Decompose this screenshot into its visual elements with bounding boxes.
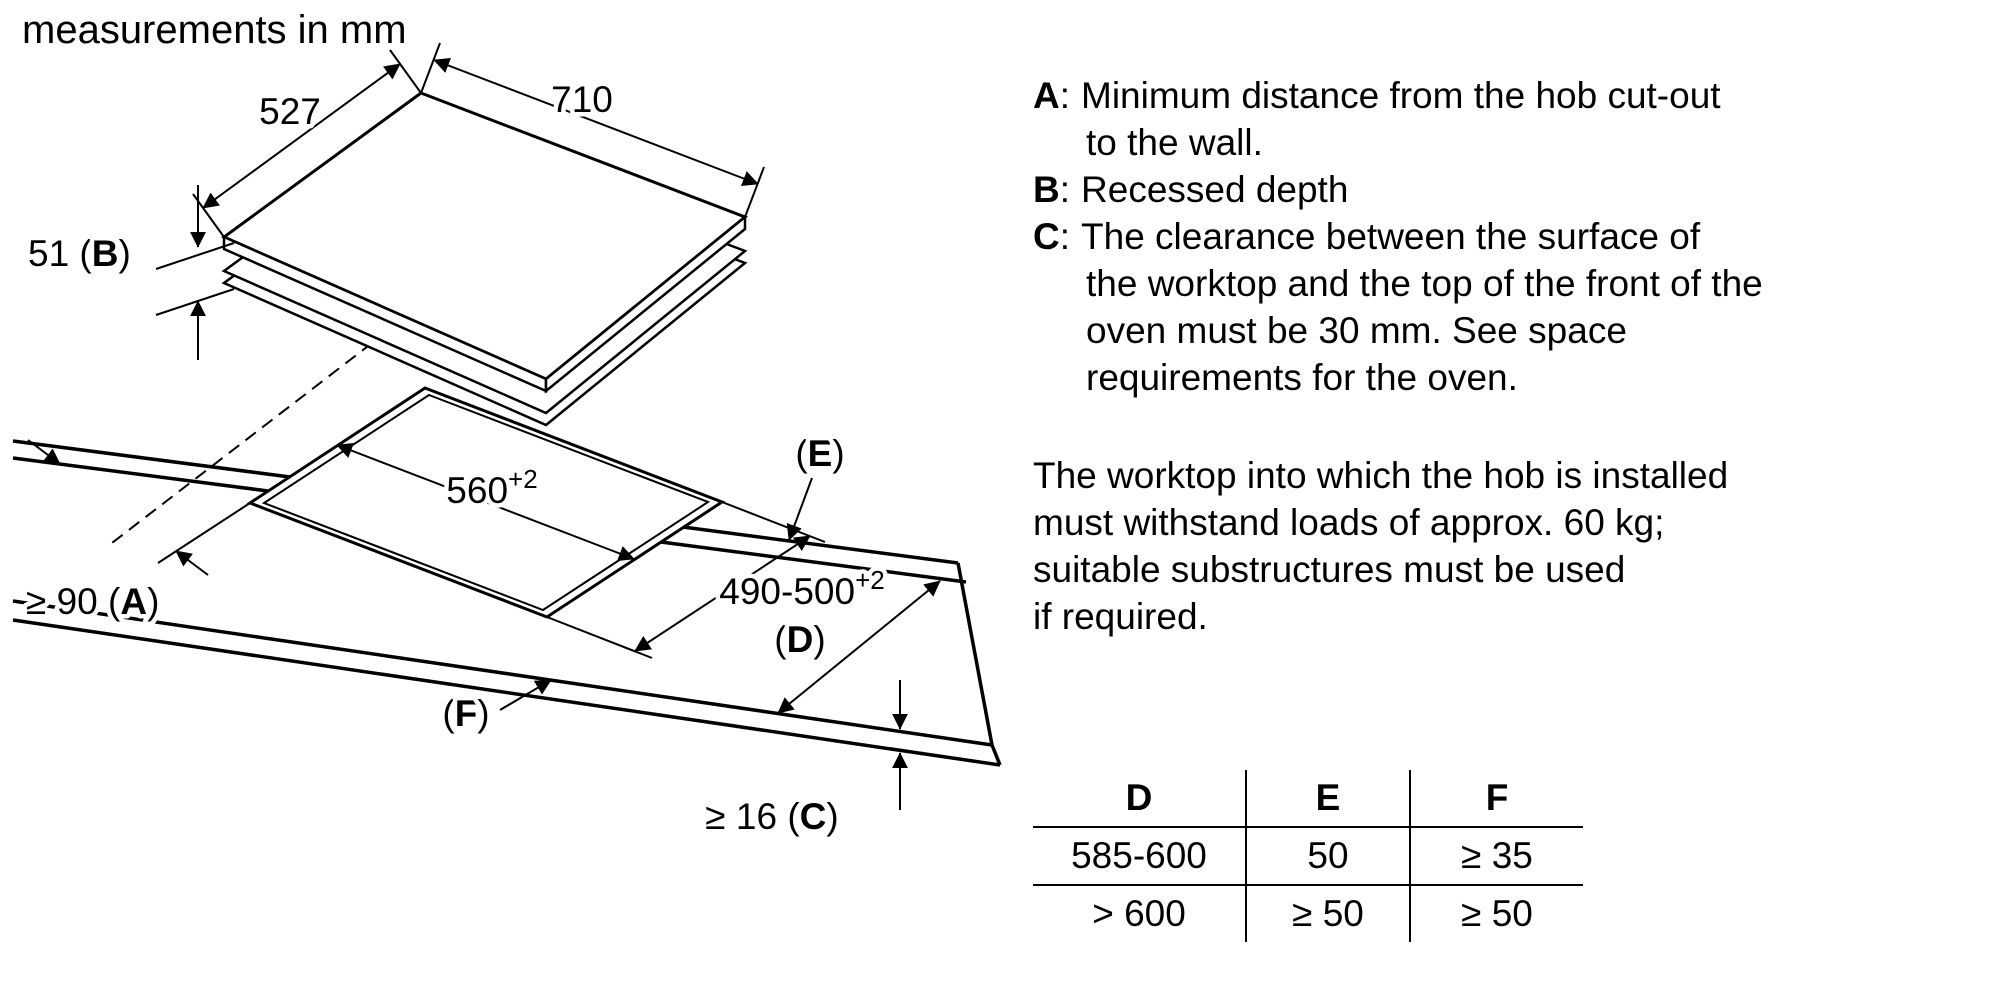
legend-letter: A xyxy=(1033,75,1060,116)
table-cell: 585-600 xyxy=(1033,827,1247,886)
dim-90a-arrow xyxy=(27,439,61,465)
dim-710-label: 710 xyxy=(551,79,613,120)
dim-560-line xyxy=(336,442,635,562)
label-e: (E) xyxy=(795,433,844,474)
label-e-arrow xyxy=(786,477,813,541)
load-note-line: if required. xyxy=(1033,596,1208,637)
legend: A:Minimum distance from the hob cut-out … xyxy=(1033,72,1983,401)
table-cell: > 600 xyxy=(1033,885,1247,942)
cutout-width-label: 560+2 xyxy=(446,464,537,511)
table-cell: ≥ 50 xyxy=(1461,893,1533,934)
extension-line xyxy=(546,616,653,659)
wall-distance-label: ≥ 90 (A) xyxy=(26,581,159,622)
table-header: D xyxy=(1033,770,1247,828)
extension-line xyxy=(721,501,826,543)
load-note-line: The worktop into which the hob is instal… xyxy=(1033,455,1729,496)
extension-tick xyxy=(389,49,422,94)
legend-text: The clearance between the surface of xyxy=(1081,216,1701,257)
legend-item-c: C:The clearance between the surface of t… xyxy=(1033,213,1983,401)
worktop-thickness-label: ≥ 16 (C) xyxy=(705,796,838,837)
table-row: > 600 ≥ 50 ≥ 50 xyxy=(1033,885,1583,942)
table-header: E xyxy=(1246,770,1411,828)
legend-text: Minimum distance from the hob cut-out xyxy=(1081,75,1721,116)
extension-line xyxy=(157,502,251,564)
legend-text: Recessed depth xyxy=(1081,169,1349,210)
load-note-line: suitable substructures must be used xyxy=(1033,549,1626,590)
hob-dimensions: 527 710 51 (B) xyxy=(24,42,765,360)
hob-glass-edge xyxy=(544,214,747,394)
dim-710-line xyxy=(433,57,759,187)
worktop-back-edge xyxy=(12,439,291,479)
legend-separator: : xyxy=(1059,216,1071,257)
extension-tick xyxy=(420,42,441,94)
dim-490-line xyxy=(634,535,811,652)
table-row: 585-600 50 ≥ 35 xyxy=(1033,827,1583,886)
dim-527-label: 527 xyxy=(259,91,321,132)
extension-tick xyxy=(155,242,235,270)
extension-tick xyxy=(155,288,235,316)
clearance-table-wrap: D E F 585-600 50 ≥ 35 > 600 ≥ 50 ≥ 50 xyxy=(1033,770,1583,942)
load-note: The worktop into which the hob is instal… xyxy=(1033,452,1983,640)
legend-text: oven must be 30 mm. See space xyxy=(1086,310,1627,351)
cutout-depth-label: 490-500+2 xyxy=(719,565,884,612)
legend-separator: : xyxy=(1059,75,1071,116)
legend-text: the worktop and the top of the front of … xyxy=(1086,263,1763,304)
alignment-dashed-line xyxy=(107,329,390,547)
worktop-front-edge xyxy=(12,599,993,747)
label-d-arrow xyxy=(777,580,941,714)
table-cell: ≥ 50 xyxy=(1246,885,1411,942)
worktop-end-cap xyxy=(990,744,1002,766)
worktop-back-edge-inner xyxy=(12,456,269,493)
table-header: F xyxy=(1410,770,1583,828)
label-f-arrow xyxy=(499,679,552,711)
label-d: (D) xyxy=(774,619,825,660)
worktop-bottom-edge xyxy=(12,618,1001,767)
legend-letter: B xyxy=(1033,169,1060,210)
legend-item-b: B:Recessed depth xyxy=(1033,166,1983,213)
legend-text: to the wall. xyxy=(1086,122,1263,163)
table-header-row: D E F xyxy=(1033,770,1583,828)
load-note-line: must withstand loads of approx. 60 kg; xyxy=(1033,502,1665,543)
legend-item-a: A:Minimum distance from the hob cut-out … xyxy=(1033,72,1983,166)
worktop-back-edge xyxy=(682,525,959,565)
worktop-right-edge xyxy=(956,562,994,746)
label-f: (F) xyxy=(442,693,489,734)
dim-51b-label: 51 (B) xyxy=(28,233,131,274)
worktop-dimensions: ≥ 90 (A) 560+2 490-500+2 (E) (D) (F) xyxy=(22,429,941,842)
legend-text: requirements for the oven. xyxy=(1086,357,1518,398)
clearance-table: D E F 585-600 50 ≥ 35 > 600 ≥ 50 ≥ 50 xyxy=(1033,770,1583,942)
dim-90a-arrow xyxy=(175,550,209,576)
table-cell: 50 xyxy=(1246,827,1411,886)
hob-drawing xyxy=(221,91,748,427)
legend-separator: : xyxy=(1059,169,1071,210)
extension-tick xyxy=(744,166,765,218)
table-cell: ≥ 35 xyxy=(1410,827,1583,886)
measurements-note: measurements in mm xyxy=(22,8,407,52)
legend-letter: C xyxy=(1033,216,1060,257)
dim-527-line xyxy=(202,63,401,209)
